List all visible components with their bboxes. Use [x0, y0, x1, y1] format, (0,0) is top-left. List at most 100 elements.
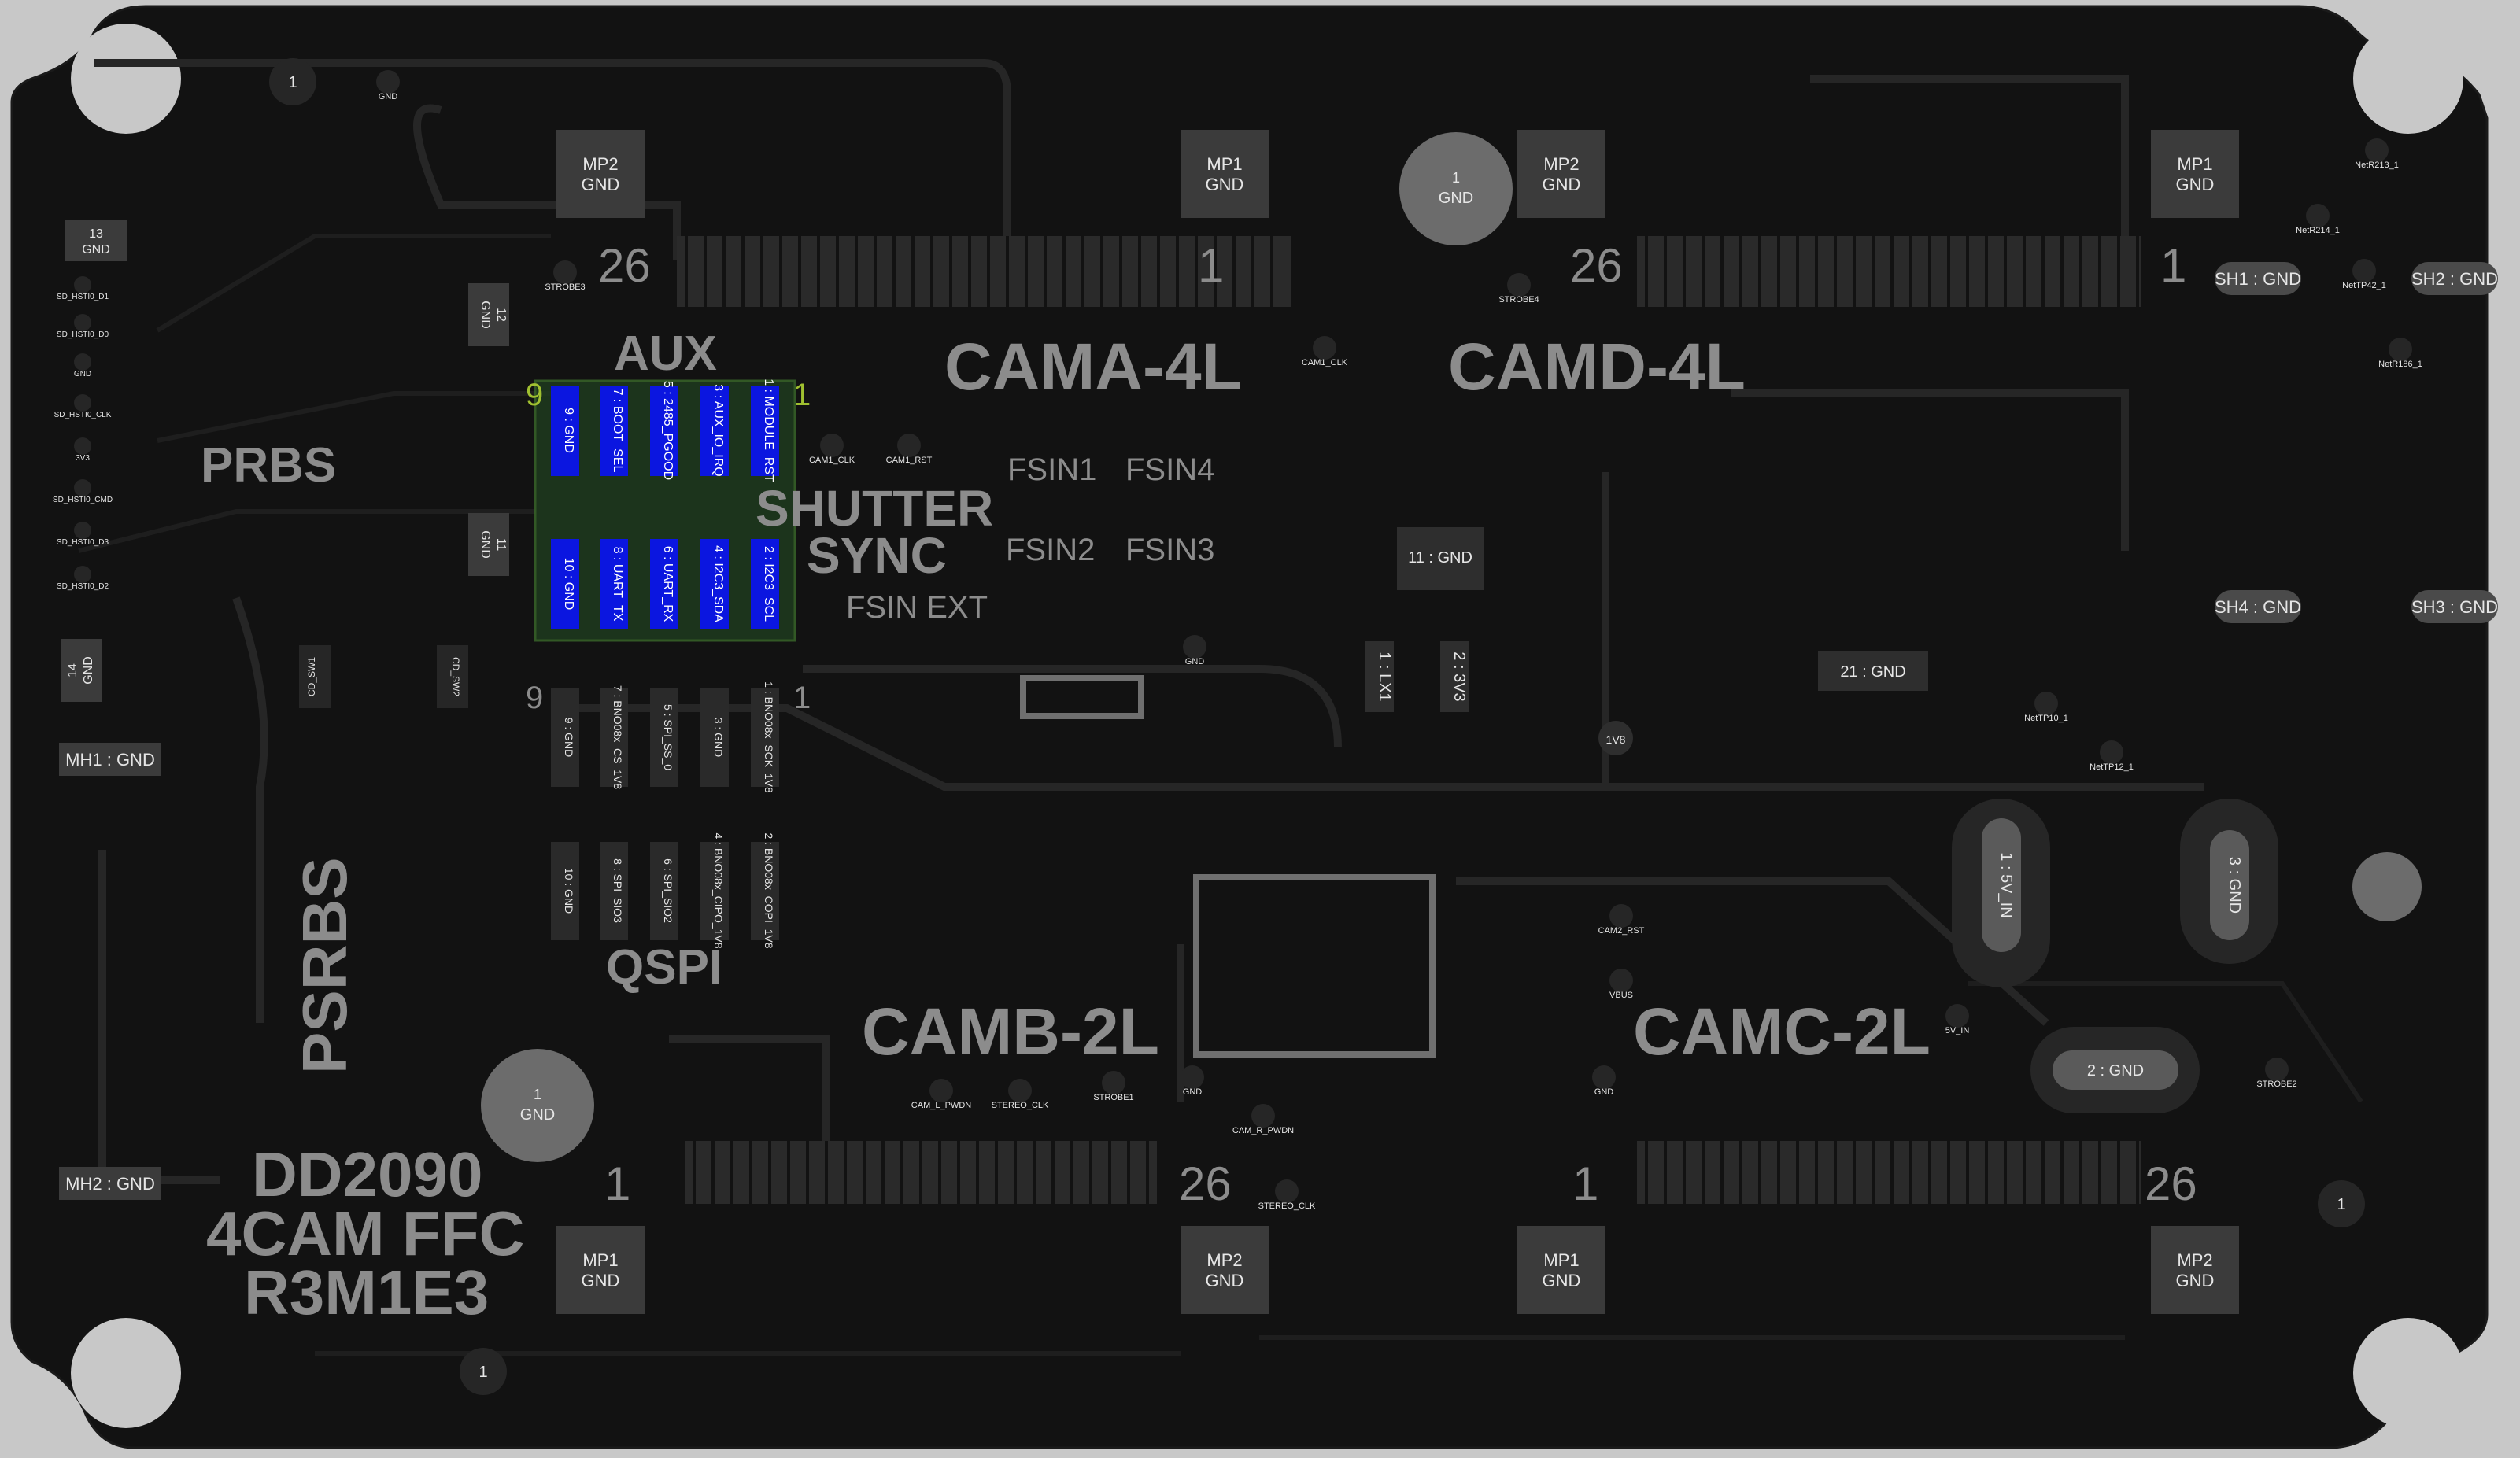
aux-pin-9: 9 [526, 378, 543, 412]
edge-pad-14-label: 14 [66, 663, 79, 677]
qspi-pin-label: 6 : SPI_SIO2 [662, 858, 674, 923]
edge-small-pad [437, 645, 468, 708]
center-pads: 11 : GND 1 : LX1 2 : 3V3 21 : GND 1 : 5V… [1365, 527, 2278, 1113]
round-pad [2318, 1180, 2365, 1227]
mp-pad-net: GND [1206, 175, 1244, 194]
mp-pad [1181, 1226, 1269, 1314]
edge-small-pad [74, 437, 91, 455]
net-pad-label: GND [379, 92, 398, 102]
edge-pad-11 [468, 513, 509, 576]
qspi-pin-label: 1 : BNO08x_SCK_1V8 [763, 681, 775, 793]
net-pad-label: NetTP10_1 [2024, 714, 2068, 723]
mp-pad [2151, 1226, 2239, 1314]
corner-notch [2353, 24, 2463, 134]
round-pad-label: 1 [288, 74, 297, 91]
qspi-pin-label: 2 : BNO08x_COPI_1V8 [763, 832, 775, 948]
edge-pads: 13 GND 12 GND 11 GND 14 GND [61, 220, 509, 702]
sh2-pad [2411, 262, 2498, 295]
qspi-pin-pad [600, 842, 628, 940]
fsin1-label: FSIN1 [1007, 452, 1096, 487]
net-pad-label: GND [1185, 657, 1205, 666]
camd-pin-1: 1 [2160, 239, 2186, 292]
corner-notch [71, 1318, 181, 1428]
edge-pad-13 [65, 220, 127, 261]
pad-21-gnd-label: 21 : GND [1840, 663, 1905, 681]
pad-11-gnd [1397, 527, 1484, 590]
edge-small-pad [74, 479, 91, 496]
net-pad [2034, 692, 2058, 715]
connector-pin-lines [685, 236, 2139, 1204]
camc-pin-1: 1 [1572, 1157, 1598, 1210]
edge-pad-12 [468, 283, 509, 346]
cama-label: CAMA-4L [944, 330, 1242, 404]
aux-pin-pad [551, 539, 579, 629]
pad-5v-in [1982, 818, 2021, 952]
edge-small-pad [74, 394, 91, 412]
gnd-via-large [1399, 132, 1513, 245]
mp-pad [556, 1226, 645, 1314]
psrbs-label: PSRBS [290, 857, 360, 1074]
mp-pad-net: GND [1543, 1271, 1581, 1290]
edge-small-label: 3V3 [76, 454, 90, 463]
gnd-via-label: GND [520, 1106, 555, 1124]
qspi-pin-label: 3 : GND [712, 718, 725, 758]
net-pad-label: CAM1_CLK [809, 456, 855, 465]
net-pad [1945, 1004, 1969, 1028]
pad-5v-in-label: 1 : 5V_IN [1997, 852, 2015, 917]
via-large [2352, 852, 2422, 921]
title-line-3: R3M1E3 [244, 1257, 489, 1327]
net-pad [820, 434, 844, 457]
qspi-pin-1: 1 [793, 681, 811, 715]
edge-small-pad [74, 522, 91, 539]
edge-small-label: CD_SW1 [306, 657, 317, 696]
net-pad [1609, 904, 1633, 928]
net-pad-label: NetR213_1 [2355, 161, 2399, 170]
mh-sh-pads: MH1 : GND MH2 : GND SH1 : GND SH2 : GND … [59, 262, 2498, 1200]
mounting-pads: MP2GNDMP1GNDMP2GNDMP1GNDMP1GNDMP2GNDMP1G… [556, 130, 2239, 1314]
pad-2-gnd [2053, 1050, 2178, 1090]
pad-1v8 [1598, 721, 1633, 755]
qspi-pin-pad [751, 688, 779, 787]
net-pad-label: CAM1_CLK [1302, 358, 1348, 367]
net-pad-label: 5V_IN [1945, 1026, 1970, 1035]
gnd-via-label: GND [1439, 190, 1473, 207]
edge-pad-13-net: GND [82, 243, 110, 257]
camc-label: CAMC-2L [1633, 995, 1931, 1069]
mp-pad-name: MP1 [1206, 154, 1242, 174]
title-line-2: 4CAM FFC [206, 1198, 524, 1268]
net-pad-label: CAM1_RST [886, 456, 933, 465]
qspi-pin-label: 10 : GND [563, 868, 575, 914]
net-pad [2389, 338, 2412, 361]
edge-small-label: SD_HSTI0_CLK [54, 411, 112, 419]
aux-pin-label: 10 : GND [562, 558, 575, 611]
qspi-pin-label: 8 : SPI_SIO3 [612, 858, 624, 923]
net-pad-label: CAM_L_PWDN [911, 1101, 971, 1110]
mp-pad-name: MP2 [1206, 1250, 1242, 1270]
net-pad-label: GND [1594, 1087, 1614, 1097]
net-pad-label: GND [1183, 1087, 1203, 1097]
round-pad-label: 1 [479, 1364, 487, 1381]
edge-pad-14-net: GND [82, 656, 95, 685]
edge-pad-11-label: 11 [494, 538, 508, 552]
pad-2-gnd-label: 2 : GND [2087, 1062, 2144, 1080]
fsin4-label: FSIN4 [1125, 452, 1214, 487]
net-pad [1592, 1065, 1616, 1089]
round-pads: 111 [269, 58, 2365, 1395]
net-pad-label: NetR186_1 [2378, 360, 2422, 369]
fsin3-label: FSIN3 [1125, 533, 1214, 567]
net-pad [1183, 635, 1206, 659]
qspi-pin-label: 4 : BNO08x_CIPO_1V8 [712, 832, 725, 948]
aux-pin-label: 4 : I2C3_SDA [711, 545, 725, 622]
camc-pin-26: 26 [2145, 1157, 2197, 1210]
edge-small-label: SD_HSTI0_D1 [57, 293, 109, 301]
aux-pin-label: 7 : BOOT_SEL [611, 389, 624, 473]
net-pad [1507, 273, 1531, 297]
round-pad-label: 1 [2337, 1196, 2345, 1213]
ic-outline [1193, 874, 1436, 1058]
prbs-label: PRBS [201, 438, 336, 493]
edge-small-pad [74, 314, 91, 331]
sh4-pad [2215, 590, 2301, 623]
edge-small-pad [299, 645, 331, 708]
